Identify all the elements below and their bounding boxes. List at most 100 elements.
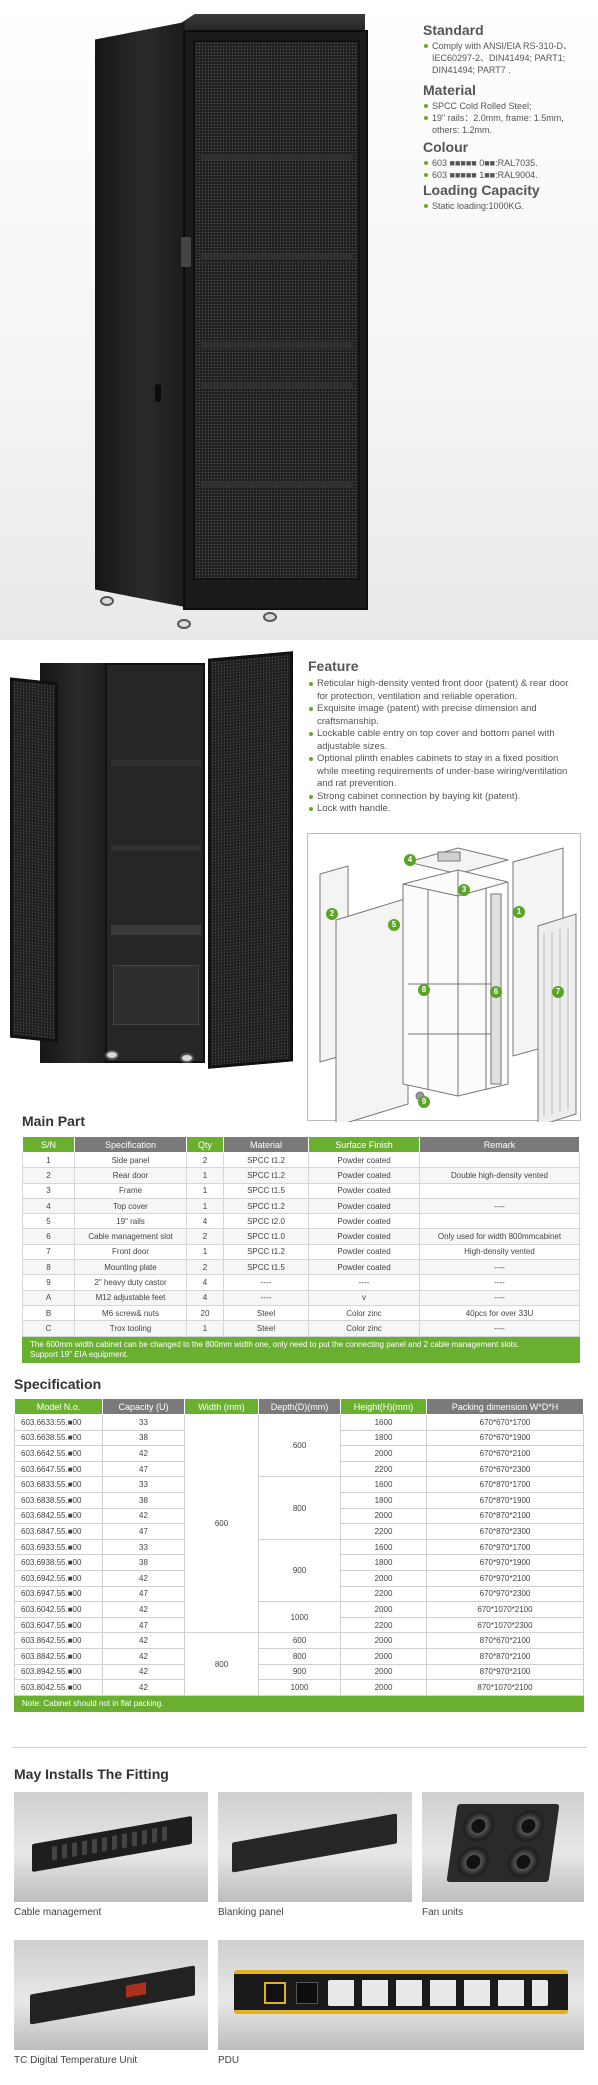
cell-surface-finish: v bbox=[308, 1289, 420, 1306]
specification-table: Model N.o. Capacity (U) Width (mm) Depth… bbox=[14, 1398, 584, 1696]
col-width: Width (mm) bbox=[184, 1398, 259, 1415]
cell-depth: 800 bbox=[258, 1647, 341, 1665]
cell-height: 1600 bbox=[340, 1414, 427, 1431]
col-material: Material bbox=[223, 1136, 309, 1153]
cell-capacity: 33 bbox=[102, 1414, 185, 1431]
castor-icon bbox=[100, 596, 114, 606]
fan-units-icon bbox=[422, 1792, 584, 1902]
diagram-label-5: 5 bbox=[388, 919, 400, 931]
cell-material: ---- bbox=[223, 1274, 309, 1291]
diagram-label-2: 2 bbox=[326, 908, 338, 920]
fan-units-caption: Fan units bbox=[422, 1907, 464, 1918]
feature-section: Feature Reticular high-density vented fr… bbox=[308, 658, 593, 816]
section-divider bbox=[12, 1747, 586, 1748]
cell-model: 603.6938.55.■00 bbox=[14, 1554, 103, 1571]
cell-material: Steel bbox=[223, 1304, 309, 1322]
cell-remark bbox=[419, 1213, 580, 1230]
cell-model: 603.6847.55.■00 bbox=[14, 1523, 103, 1540]
exploded-diagram-svg bbox=[319, 847, 577, 1127]
cell-sn: A bbox=[22, 1289, 75, 1306]
cell-sn: 7 bbox=[22, 1243, 75, 1261]
cell-capacity: 38 bbox=[102, 1429, 185, 1447]
cell-capacity: 42 bbox=[102, 1679, 185, 1696]
cell-capacity: 42 bbox=[102, 1507, 185, 1525]
cell-packing: 870*670*2100 bbox=[426, 1632, 584, 1649]
cell-specification: Mounting plate bbox=[74, 1259, 187, 1276]
castor-icon bbox=[180, 1053, 194, 1063]
cell-surface-finish: Powder coated bbox=[308, 1197, 420, 1215]
col-packing: Packing dimension W*D*H bbox=[426, 1398, 584, 1415]
standard-title: Standard bbox=[423, 22, 484, 38]
cell-surface-finish: Powder coated bbox=[308, 1151, 420, 1169]
diagram-label-8: 8 bbox=[418, 984, 430, 996]
cell-depth: 1000 bbox=[258, 1679, 341, 1696]
cell-model: 603.6042.55.■00 bbox=[14, 1601, 103, 1618]
cell-model: 603.6833.55.■00 bbox=[14, 1476, 103, 1493]
cell-sn: B bbox=[22, 1304, 75, 1322]
main-part-header-row: S/N Specification Qty Material Surface F… bbox=[22, 1136, 580, 1153]
cell-surface-finish: Color zinc bbox=[308, 1304, 420, 1322]
cell-remark: 40pcs for over 33U bbox=[419, 1304, 580, 1322]
cell-depth: 900 bbox=[258, 1538, 341, 1603]
feature-item: Strong cabinet connection by baying kit … bbox=[308, 791, 593, 804]
cell-specification: 19" rails bbox=[74, 1213, 187, 1230]
cell-depth: 900 bbox=[258, 1663, 341, 1681]
blanking-panel-icon bbox=[218, 1792, 412, 1902]
cell-remark bbox=[419, 1182, 580, 1199]
pdu-caption: PDU bbox=[218, 2055, 240, 2066]
standard-line: IEC60297-2、DIN41494; PART1; bbox=[432, 53, 566, 63]
cell-specification: Side panel bbox=[74, 1151, 187, 1169]
exploded-diagram: 4 3 2 5 1 8 6 7 9 bbox=[307, 833, 581, 1127]
cell-material: SPCC t1.2 bbox=[223, 1151, 309, 1169]
feature-item: Lock with handle. bbox=[308, 803, 593, 816]
cell-model: 603.8842.55.■00 bbox=[14, 1647, 103, 1665]
specification-table-wrap: Model N.o. Capacity (U) Width (mm) Depth… bbox=[14, 1398, 584, 1712]
standard-line: Comply with ANSI/EIA RS-310-D、 bbox=[423, 40, 593, 52]
cell-qty: 1 bbox=[186, 1182, 224, 1199]
diagram-label-1: 1 bbox=[513, 906, 525, 918]
cell-packing: 670*670*2100 bbox=[426, 1445, 584, 1462]
cell-material: Steel bbox=[223, 1320, 309, 1337]
main-part-note: The 600mm width cabinet can be changed t… bbox=[22, 1336, 580, 1363]
diagram-label-4: 4 bbox=[404, 854, 416, 866]
cell-surface-finish: Powder coated bbox=[308, 1213, 420, 1230]
cell-model: 603.8042.55.■00 bbox=[14, 1679, 103, 1696]
cell-model: 603.6942.55.■00 bbox=[14, 1569, 103, 1587]
cell-material: SPCC t1.0 bbox=[223, 1228, 309, 1245]
cell-model: 603.6933.55.■00 bbox=[14, 1538, 103, 1556]
cell-remark: ---- bbox=[419, 1259, 580, 1276]
cell-capacity: 42 bbox=[102, 1601, 185, 1618]
cell-remark: Only used for width 800mmcabinet bbox=[419, 1228, 580, 1245]
cell-qty: 2 bbox=[186, 1151, 224, 1169]
cell-sn: C bbox=[22, 1320, 75, 1337]
cell-model: 603.6642.55.■00 bbox=[14, 1445, 103, 1462]
cell-specification: Trox tooling bbox=[74, 1320, 187, 1337]
cell-qty: 4 bbox=[186, 1213, 224, 1230]
cell-model: 603.8642.55.■00 bbox=[14, 1632, 103, 1649]
cell-sn: 9 bbox=[22, 1274, 75, 1291]
col-depth: Depth(D)(mm) bbox=[258, 1398, 341, 1415]
main-part-table: S/N Specification Qty Material Surface F… bbox=[22, 1136, 580, 1337]
cell-packing: 670*970*2300 bbox=[426, 1585, 584, 1603]
cell-specification: Front door bbox=[74, 1243, 187, 1261]
cell-height: 2000 bbox=[340, 1601, 427, 1618]
spec-material: Material SPCC Cold Rolled Steel; 19" rai… bbox=[423, 82, 593, 136]
cell-packing: 670*670*1900 bbox=[426, 1429, 584, 1447]
cell-sn: 8 bbox=[22, 1259, 75, 1276]
colour-line: 603 ■■■■■ 0■■:RAL7035. bbox=[423, 157, 593, 169]
cell-qty: 2 bbox=[186, 1259, 224, 1276]
